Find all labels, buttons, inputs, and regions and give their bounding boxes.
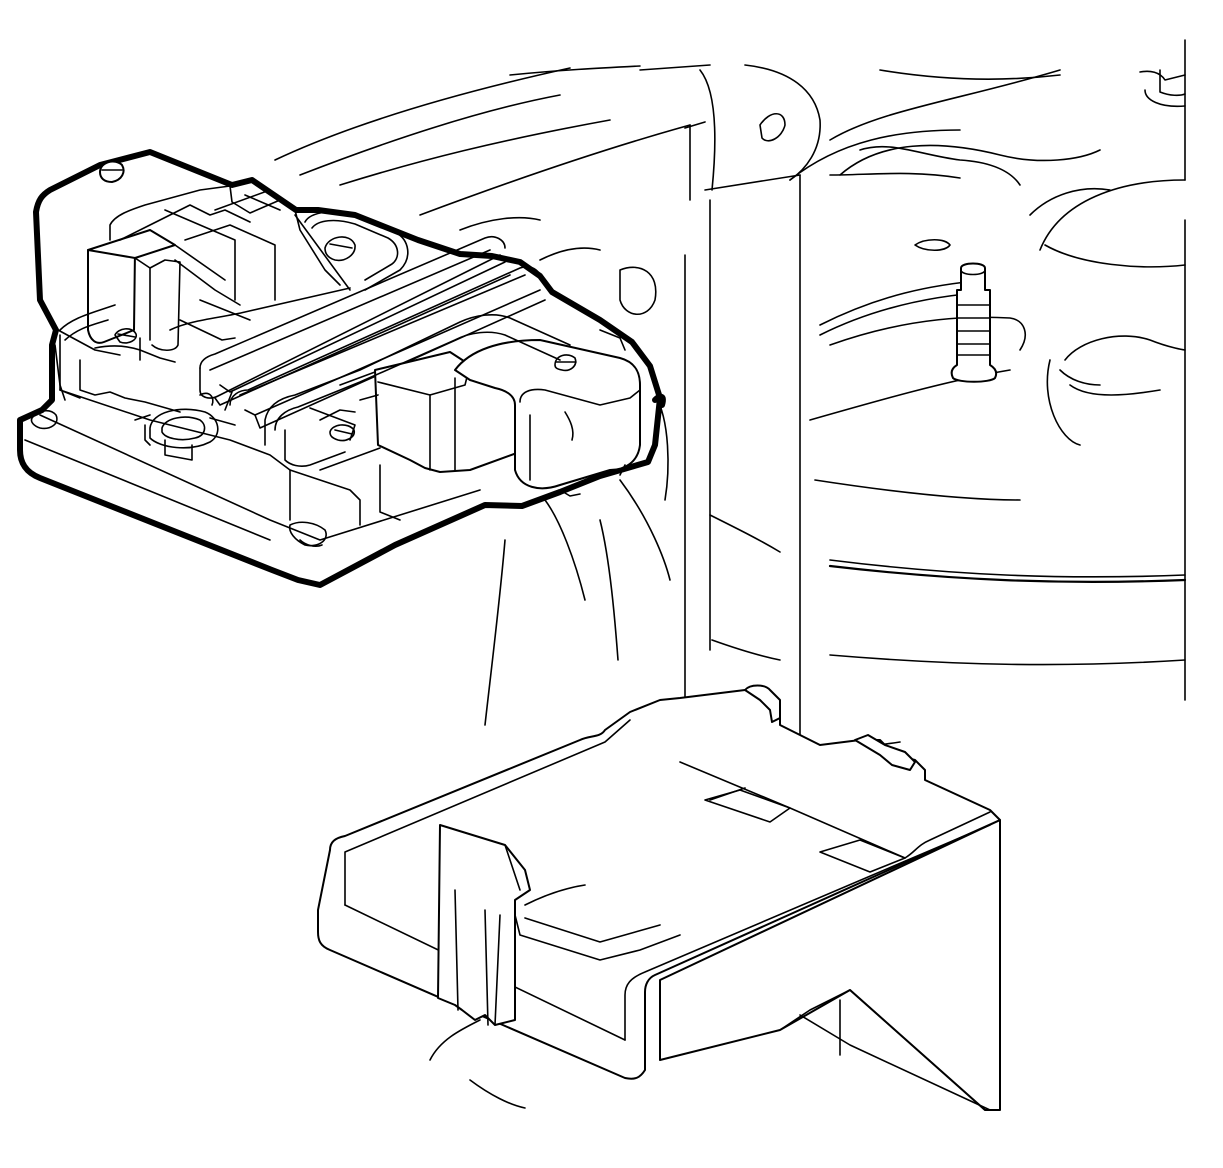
control-module — [17, 149, 666, 588]
background-housing — [274, 39, 1187, 1109]
vertical-panel — [684, 174, 801, 786]
mounting-stud — [950, 262, 998, 383]
module-connector-left — [87, 160, 351, 361]
module-connector-right — [374, 329, 641, 497]
mounting-bracket — [317, 684, 1001, 1111]
